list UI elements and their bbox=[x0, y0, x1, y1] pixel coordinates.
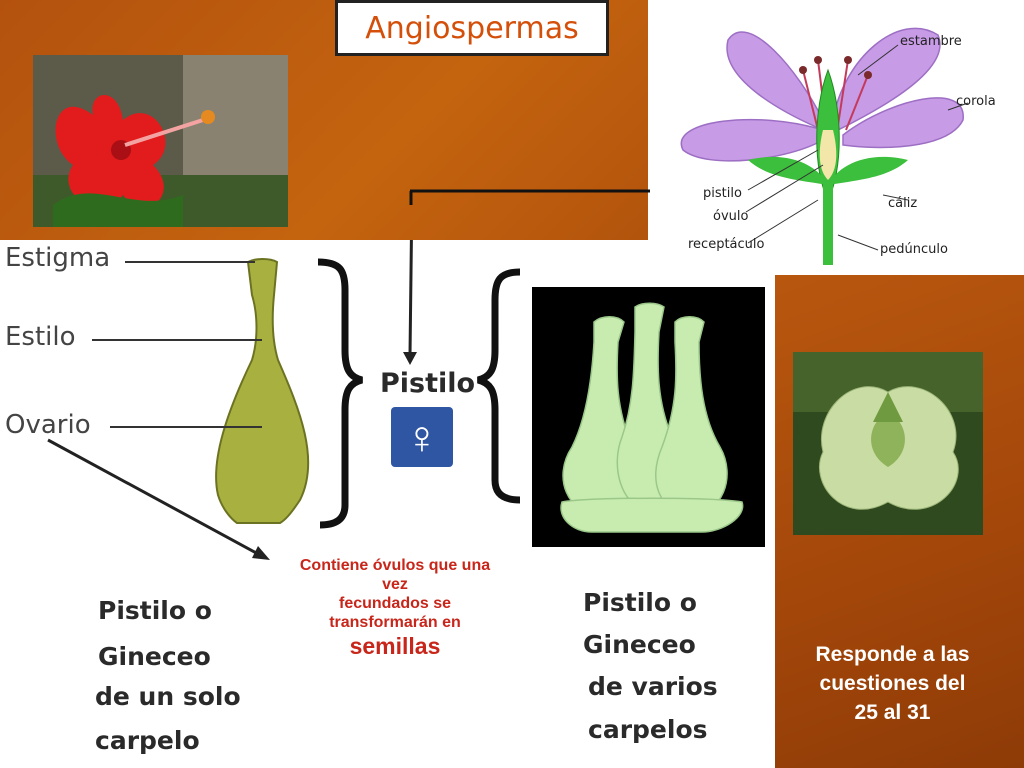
label-estambre: estambre bbox=[900, 34, 962, 49]
label-receptaculo: receptáculo bbox=[688, 237, 765, 252]
ovule-note-line1: Contiene óvulos que una bbox=[299, 557, 491, 574]
center-label-pistilo: Pistilo bbox=[380, 368, 476, 399]
ovule-note: Contiene óvulos que una vez fecundados s… bbox=[270, 556, 520, 660]
right-caption-line1: Pistilo o bbox=[583, 588, 697, 617]
left-caption-line2: Gineceo bbox=[98, 642, 211, 671]
multi-carpel-image bbox=[532, 287, 765, 547]
connector-line bbox=[409, 189, 650, 205]
question-note-line1: Responde a las bbox=[815, 643, 970, 666]
right-caption-line3: de varios bbox=[588, 672, 718, 701]
question-note-line2: cuestiones del bbox=[819, 672, 966, 695]
hibiscus-photo bbox=[33, 55, 288, 227]
label-ovario: Ovario bbox=[5, 410, 91, 440]
label-estigma: Estigma bbox=[5, 243, 111, 273]
label-corola: corola bbox=[956, 94, 996, 109]
ovule-note-line3: fecundados se bbox=[338, 595, 452, 612]
question-note-line3: 25 al 31 bbox=[854, 701, 931, 724]
right-caption-line2: Gineceo bbox=[583, 630, 696, 659]
flower-diagram: estambre corola pistilo óvulo cáliz rece… bbox=[680, 27, 996, 265]
right-caption-line4: carpelos bbox=[588, 715, 708, 744]
ovule-note-semillas: semillas bbox=[349, 633, 441, 659]
label-pistilo: pistilo bbox=[703, 186, 742, 201]
left-caption-line3: de un solo bbox=[95, 682, 241, 711]
label-estilo: Estilo bbox=[5, 322, 76, 352]
pistil-diagram bbox=[47, 240, 521, 560]
ovule-note-line4: transformarán en bbox=[329, 614, 461, 631]
label-caliz: cáliz bbox=[888, 196, 917, 211]
ovule-note-line2: vez bbox=[382, 576, 408, 593]
label-ovulo: óvulo bbox=[713, 209, 748, 224]
label-pedunculo: pedúnculo bbox=[880, 242, 948, 257]
question-note: Responde a las cuestiones del 25 al 31 bbox=[785, 640, 1000, 727]
left-caption-line1: Pistilo o bbox=[98, 596, 212, 625]
pea-flower-photo bbox=[793, 352, 983, 535]
left-caption-line4: carpelo bbox=[95, 726, 200, 755]
female-symbol-icon: ♀ bbox=[391, 407, 453, 467]
page-title: Angiospermas bbox=[335, 0, 609, 56]
